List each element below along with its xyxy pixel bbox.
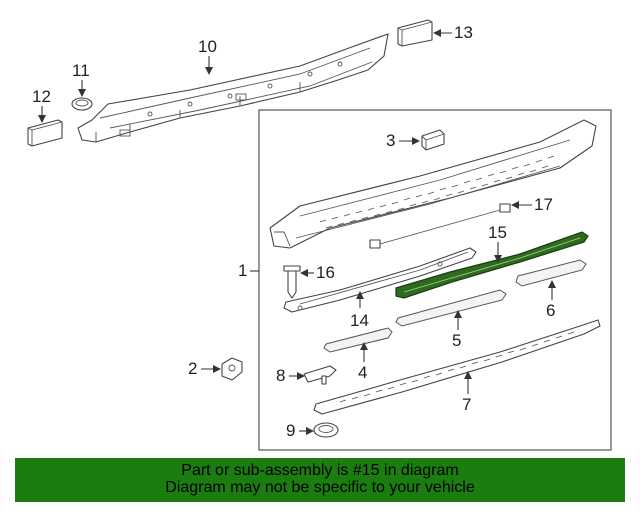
callout-17[interactable]: 17 xyxy=(511,195,553,214)
callout-15[interactable]: 15 xyxy=(488,223,507,263)
svg-text:4: 4 xyxy=(358,363,367,382)
callout-4[interactable]: 4 xyxy=(358,342,368,382)
parts-diagram: 1 2 3 4 5 6 7 8 xyxy=(27,19,612,451)
svg-text:17: 17 xyxy=(534,195,553,214)
svg-text:12: 12 xyxy=(32,87,51,106)
banner-line-1: Part or sub-assembly is #15 in diagram xyxy=(181,462,459,479)
part-4-pad[interactable] xyxy=(323,327,393,353)
part-7-tread-pattern xyxy=(339,331,575,403)
part-3-pad[interactable] xyxy=(421,129,445,151)
svg-text:6: 6 xyxy=(546,301,555,320)
callout-1[interactable]: 1 xyxy=(238,261,259,280)
part-11-grommet[interactable] xyxy=(71,97,93,111)
callout-14[interactable]: 14 xyxy=(350,291,369,330)
part-2-clip[interactable] xyxy=(221,357,243,381)
part-12-end-block[interactable] xyxy=(27,119,63,147)
callout-3[interactable]: 3 xyxy=(386,131,420,150)
part-8-clip[interactable] xyxy=(303,365,337,385)
part-7-step-strip[interactable] xyxy=(313,319,601,415)
svg-text:10: 10 xyxy=(198,37,217,56)
callout-6[interactable]: 6 xyxy=(546,280,556,320)
running-board-tread-pattern xyxy=(319,155,555,229)
callout-13[interactable]: 13 xyxy=(433,23,473,42)
callout-8[interactable]: 8 xyxy=(276,366,305,385)
part-13-end-block[interactable] xyxy=(397,19,433,47)
svg-text:2: 2 xyxy=(188,359,197,378)
part-16-push-pin[interactable] xyxy=(283,265,301,299)
part-notice-banner: Part or sub-assembly is #15 in diagram D… xyxy=(15,458,625,502)
part-9-grommet[interactable] xyxy=(313,422,339,438)
svg-text:5: 5 xyxy=(452,331,461,350)
svg-text:15: 15 xyxy=(488,223,507,242)
part-5-pad[interactable] xyxy=(395,289,507,327)
part-17-harness[interactable] xyxy=(369,203,511,249)
callout-16[interactable]: 16 xyxy=(300,263,335,282)
part-14-bracket[interactable] xyxy=(283,247,477,313)
svg-text:14: 14 xyxy=(350,311,369,330)
part-10-rocker-reinforcement[interactable] xyxy=(77,33,389,143)
callout-7[interactable]: 7 xyxy=(462,371,472,414)
banner-line-2: Diagram may not be specific to your vehi… xyxy=(165,479,475,496)
part-6-pad[interactable] xyxy=(515,259,587,287)
callout-5[interactable]: 5 xyxy=(452,310,462,350)
svg-text:3: 3 xyxy=(386,131,395,150)
running-board-body[interactable] xyxy=(269,119,597,249)
svg-text:9: 9 xyxy=(286,421,295,440)
assembly-frame xyxy=(258,109,612,451)
callout-12[interactable]: 12 xyxy=(32,87,51,123)
svg-text:1: 1 xyxy=(238,261,247,280)
svg-text:7: 7 xyxy=(462,395,471,414)
svg-text:11: 11 xyxy=(72,61,90,80)
svg-text:16: 16 xyxy=(316,263,335,282)
svg-text:8: 8 xyxy=(276,366,285,385)
callout-11[interactable]: 11 xyxy=(72,61,90,97)
callout-9[interactable]: 9 xyxy=(286,421,314,440)
callout-10[interactable]: 10 xyxy=(198,37,217,75)
svg-text:13: 13 xyxy=(454,23,473,42)
callout-2[interactable]: 2 xyxy=(188,359,221,378)
